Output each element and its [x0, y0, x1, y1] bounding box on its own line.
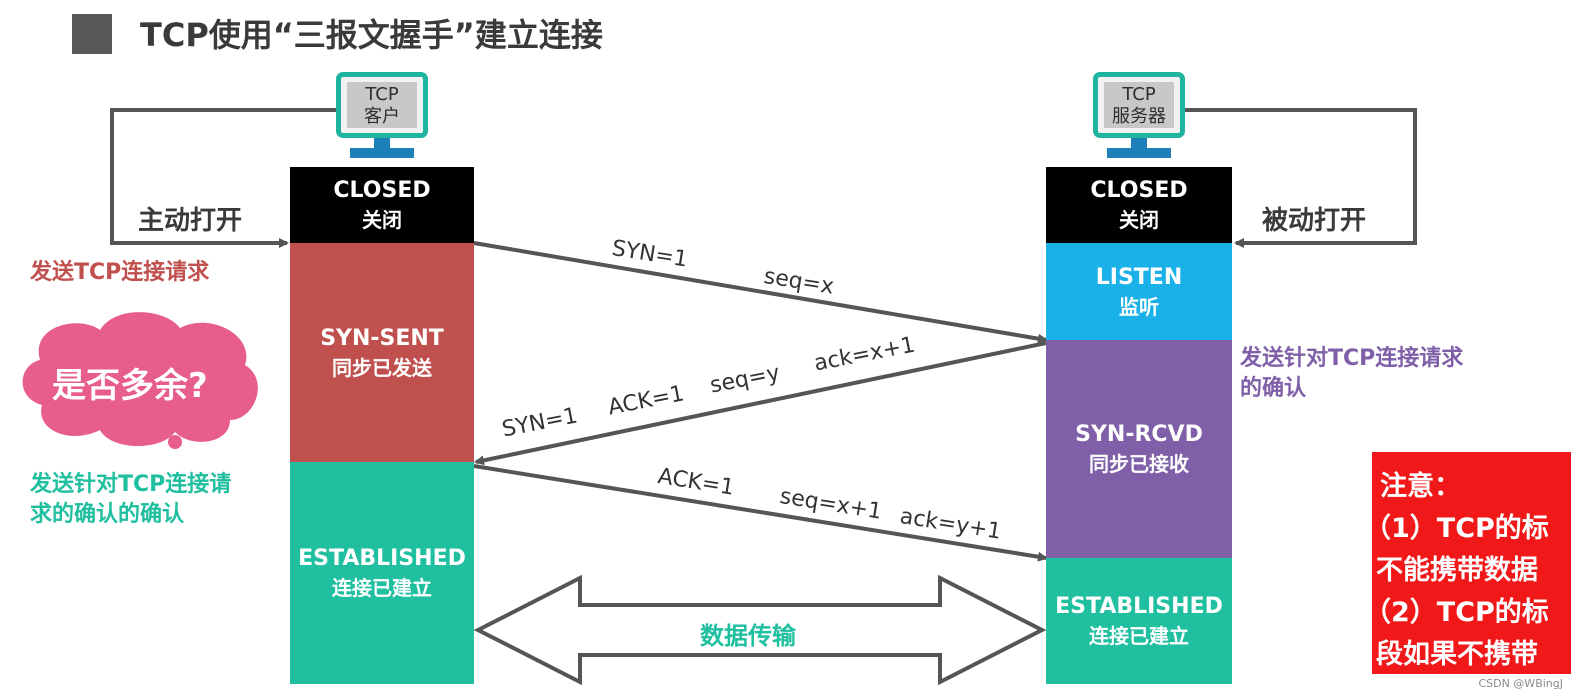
client-monitor-line1: TCP — [365, 84, 399, 105]
client-monitor-base — [350, 148, 414, 158]
warning-line5: 段如果不携带 — [1376, 639, 1538, 670]
client-open-line — [110, 108, 340, 248]
server-syn-rcvd-en: SYN-RCVD — [1075, 422, 1203, 447]
server-note-ack-line2: 的确认 — [1240, 376, 1307, 401]
client-monitor-line2: 客户 — [364, 106, 400, 127]
thought-bubble — [22, 312, 258, 447]
client-note-ack: 发送针对TCP连接请 求的确认的确认 — [30, 470, 231, 530]
client-established-en: ESTABLISHED — [298, 546, 466, 571]
client-monitor-neck — [374, 138, 390, 148]
client-state-syn-sent: SYN-SENT 同步已发送 — [290, 243, 474, 462]
client-state-established: ESTABLISHED 连接已建立 — [290, 462, 474, 684]
warning-line4: （2）TCP的标 — [1372, 597, 1549, 628]
server-monitor-base — [1107, 148, 1171, 158]
server-syn-rcvd-cn: 同步已接收 — [1089, 452, 1189, 476]
syn-ack-arrow — [474, 341, 1047, 466]
client-active-open-label: 主动打开 — [138, 206, 243, 236]
server-listen-en: LISTEN — [1095, 264, 1183, 290]
client-syn-sent-en: SYN-SENT — [320, 325, 444, 351]
server-monitor-line1: TCP — [1122, 84, 1156, 105]
data-transfer-arrow — [473, 574, 1047, 686]
server-monitor-line2: 服务器 — [1112, 106, 1166, 127]
server-open-line — [1175, 108, 1417, 248]
client-state-closed: CLOSED 关闭 — [290, 167, 474, 243]
watermark: CSDN @WBingJ — [1478, 677, 1563, 690]
client-monitor-icon: TCP 客户 — [336, 72, 428, 138]
data-transfer-label: 数据传输 — [700, 622, 796, 650]
server-state-syn-rcvd: SYN-RCVD 同步已接收 — [1046, 340, 1232, 558]
thought-bubble-dot — [168, 435, 182, 449]
server-monitor-neck — [1131, 138, 1147, 148]
server-monitor-icon: TCP 服务器 — [1093, 72, 1185, 138]
client-established-cn: 连接已建立 — [332, 576, 432, 600]
server-note-ack: 发送针对TCP连接请求 的确认 — [1240, 344, 1463, 404]
server-listen-cn: 监听 — [1119, 294, 1159, 319]
page-title: TCP使用“三报文握手”建立连接 — [140, 16, 603, 54]
server-note-ack-line1: 发送针对TCP连接请求 — [1240, 346, 1464, 371]
server-passive-open-label: 被动打开 — [1262, 206, 1367, 236]
title-bullet — [72, 14, 112, 54]
bubble-text: 是否多余? — [52, 366, 208, 406]
server-established-en: ESTABLISHED — [1055, 594, 1223, 619]
warning-line2: （1）TCP的标 — [1372, 513, 1549, 544]
warning-line3: 不能携带数据 — [1376, 555, 1538, 586]
client-closed-en: CLOSED — [333, 178, 431, 203]
server-state-established: ESTABLISHED 连接已建立 — [1046, 558, 1232, 684]
client-note-send-request: 发送TCP连接请求 — [30, 260, 210, 285]
server-closed-cn: 关闭 — [1119, 208, 1159, 232]
client-closed-cn: 关闭 — [362, 208, 402, 232]
client-note-ack-line1: 发送针对TCP连接请 — [30, 472, 232, 497]
server-state-listen: LISTEN 监听 — [1046, 243, 1232, 340]
ack-arrow — [473, 464, 1048, 562]
syn-arrow — [473, 241, 1048, 344]
server-state-closed: CLOSED 关闭 — [1046, 167, 1232, 243]
warning-line1: 注意： — [1380, 471, 1461, 502]
server-closed-en: CLOSED — [1090, 178, 1188, 203]
client-note-ack-line2: 求的确认的确认 — [30, 502, 185, 527]
client-syn-sent-cn: 同步已发送 — [332, 355, 432, 380]
warning-box: 注意： （1）TCP的标 不能携带数据 （2）TCP的标 段如果不携带 — [1372, 452, 1571, 674]
server-established-cn: 连接已建立 — [1089, 624, 1189, 648]
